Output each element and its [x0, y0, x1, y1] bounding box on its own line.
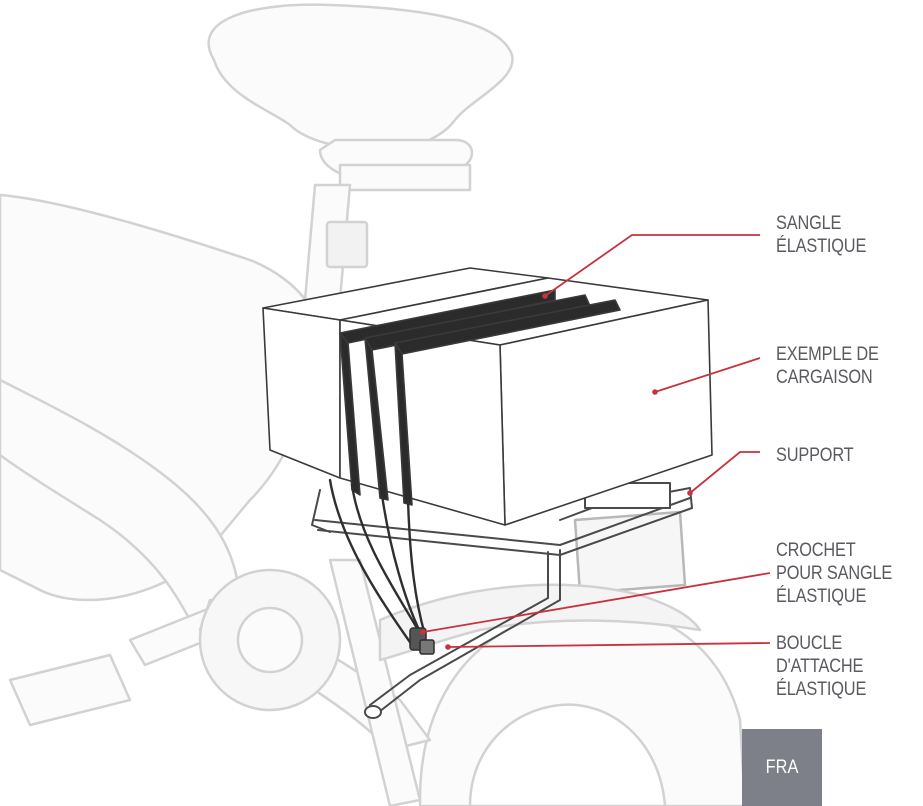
cord-2: [380, 493, 422, 634]
leader-dots: [420, 293, 693, 650]
leader-cargo: [654, 357, 761, 393]
leader-strap: [544, 234, 760, 297]
rear-wheel-hub: [468, 703, 667, 806]
label-support: SUPPORT: [776, 445, 854, 466]
loop-body: [419, 639, 435, 655]
language-badge-text: FRA: [765, 756, 799, 778]
leader-hook: [422, 572, 771, 633]
cargo-box-left-front: [262, 307, 341, 479]
cord-3: [406, 498, 427, 637]
rack-leg-inner: [369, 551, 549, 706]
rack-front-bracket: [311, 489, 331, 533]
saddle-clamp: [338, 163, 472, 192]
dot-cargo: [652, 389, 658, 395]
pedal: [8, 653, 132, 727]
rack-deck: [584, 482, 671, 509]
strap-front-3: [394, 342, 413, 506]
dot-hook: [420, 629, 426, 635]
label-elastic-strap: SANGLE ÉLASTIQUE: [776, 213, 867, 257]
strap-front-2: [364, 337, 389, 501]
dot-strap: [542, 293, 548, 299]
cargo-boxes: [262, 267, 713, 526]
language-badge: FRA: [742, 729, 822, 806]
bike-outline: [0, 3, 747, 806]
cord-1: [350, 483, 420, 632]
rear-fender: [378, 583, 702, 662]
dot-loop: [445, 644, 451, 650]
leader-rack: [689, 451, 760, 494]
rack-leg-foot: [364, 705, 382, 719]
cargo-box-main-front: [339, 319, 506, 526]
dot-rack: [687, 490, 693, 496]
reflector: [325, 220, 369, 269]
label-example-cargo: EXEMPLE DE CARGAISON: [776, 344, 879, 388]
label-strap-hook: CROCHET POUR SANGLE ÉLASTIQUE: [776, 540, 893, 607]
saddle: [207, 3, 514, 152]
rear-rack: [311, 482, 693, 719]
leader-loop: [447, 642, 771, 648]
elastic-cords: [328, 478, 427, 647]
chainring-inner: [236, 606, 304, 674]
battery-pack: [573, 510, 687, 595]
leader-lines: [422, 234, 771, 648]
label-elastic-loop: BOUCLE D'ATTACHE ÉLASTIQUE: [776, 633, 867, 700]
cord-4: [328, 478, 414, 647]
rack-leg: [374, 549, 561, 716]
rack-rail-top: [314, 497, 691, 546]
seat-stay: [328, 558, 422, 806]
strap-front-1: [339, 332, 361, 496]
